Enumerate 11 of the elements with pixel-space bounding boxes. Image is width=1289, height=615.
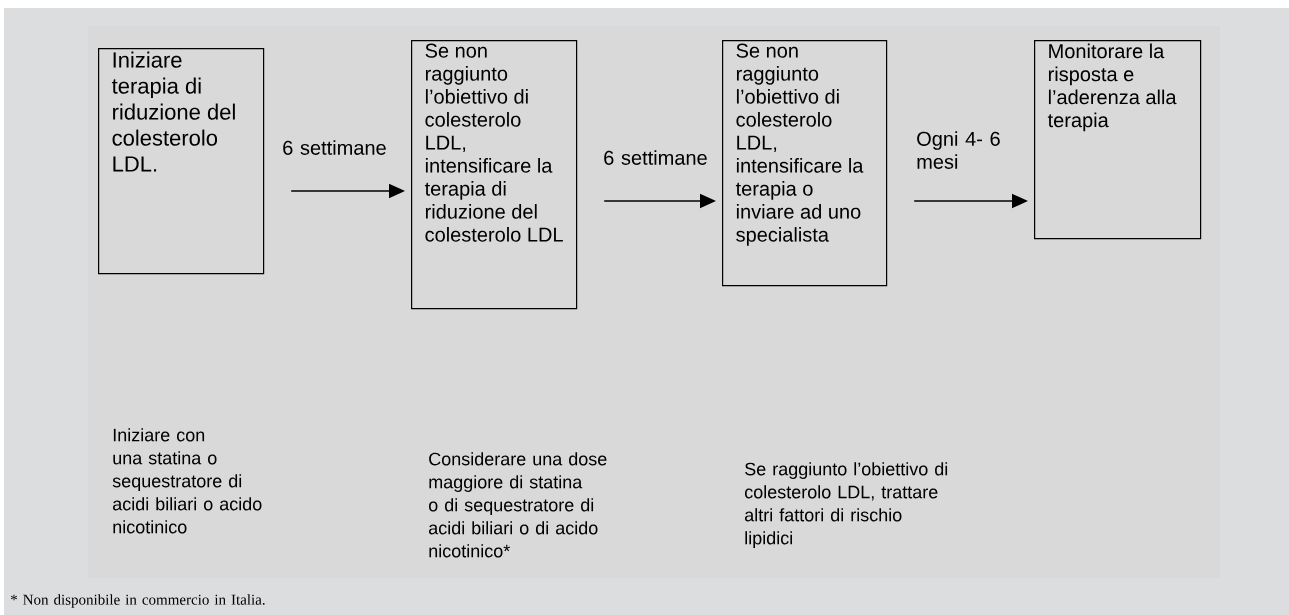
edge-label: 6 settimane <box>283 140 386 155</box>
edge-label: 6 settimane <box>604 150 707 165</box>
note-text: Se raggiunto l’obiettivo di colesterolo LDL, trattare altri fattori di rischio lipidici <box>745 462 948 548</box>
process-box: Iniziare terapia di riduzione del colesterolo LDL. <box>98 48 265 275</box>
edge-label: Ogni 4- 6 mesi <box>917 131 1000 169</box>
process-box: Se non raggiunto l’obiettivo di colesterolo LDL, intensificare la terapia o inviare ad uno specialista <box>722 40 888 287</box>
footnote: * Non disponibile in commercio in Italia. <box>10 594 265 608</box>
process-box: Se non raggiunto l’obiettivo di colesterolo LDL, intensificare la terapia di riduzione del colesterolo LDL <box>411 40 578 310</box>
note-text: Considerare una dose maggiore di statina o di sequestratore di acidi biliari o di acido nicotinico* <box>428 452 607 558</box>
note-text: Iniziare con una statina o sequestratore di acidi biliari o acido nicotinico <box>112 428 262 534</box>
process-box: Monitorare la risposta e l’aderenza alla terapia <box>1034 40 1202 240</box>
